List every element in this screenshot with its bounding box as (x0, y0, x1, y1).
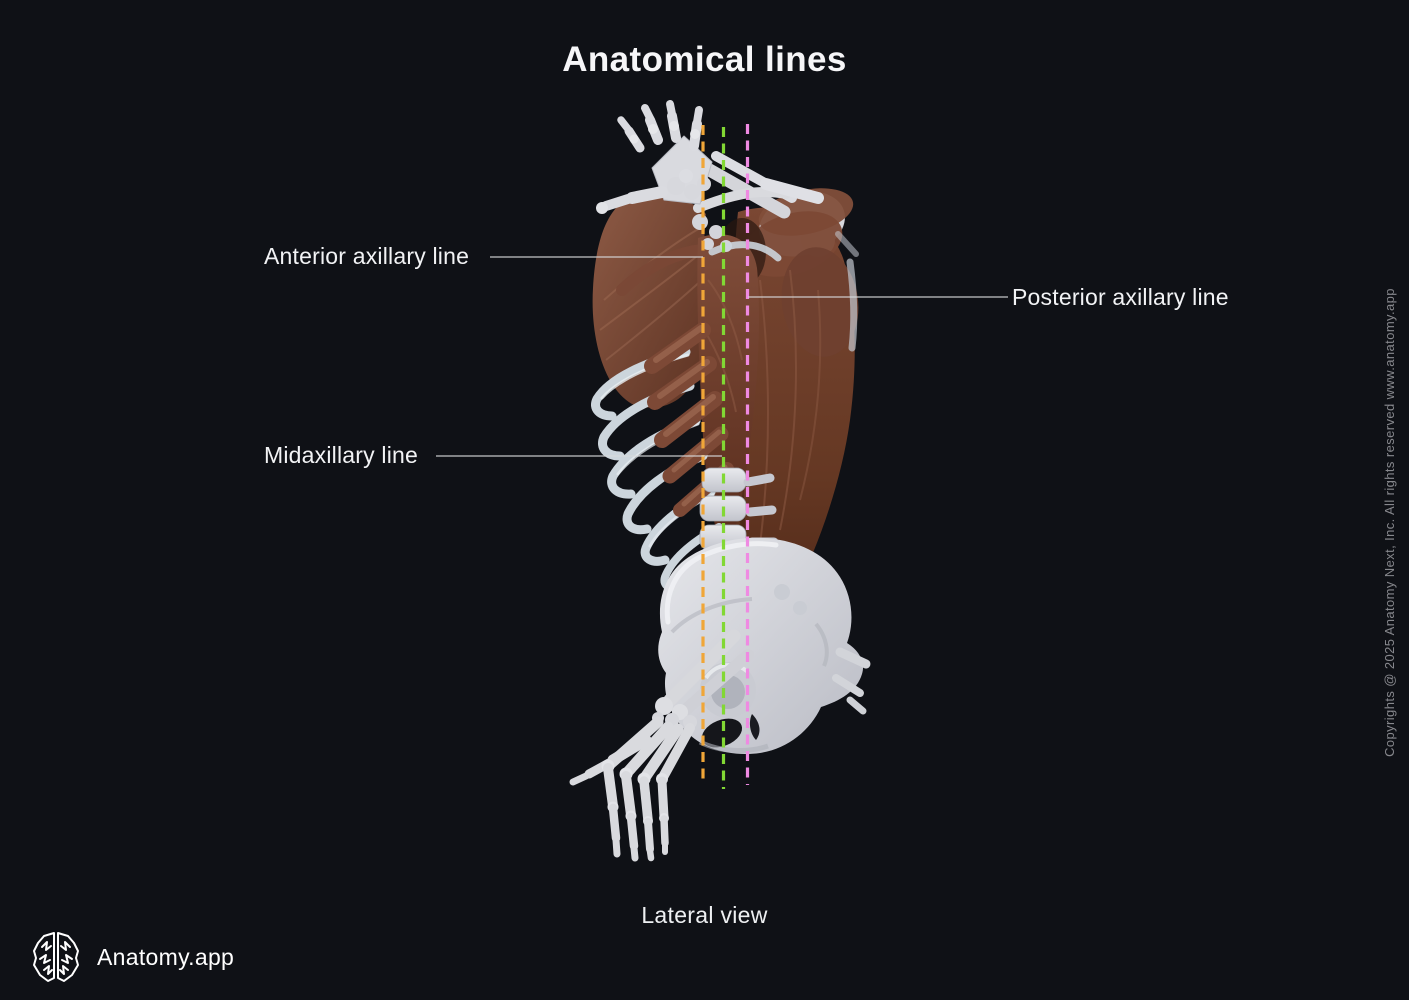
leader-lines (436, 256, 1008, 457)
brand-name: Anatomy.app (97, 943, 235, 970)
label-midaxillary-line: Midaxillary line (264, 442, 419, 468)
label-anterior-axillary-line: Anterior axillary line (264, 243, 470, 269)
raised-arm-hand-bones (596, 100, 824, 262)
view-label: Lateral view (641, 902, 768, 928)
hanging-arm-hand-bones (569, 629, 754, 862)
page-title: Anatomical lines (562, 40, 847, 79)
pelvis (658, 537, 871, 755)
label-posterior-axillary-line: Posterior axillary line (1012, 284, 1229, 310)
anatomical-lines (701, 124, 750, 789)
brain-logo-icon (33, 932, 79, 982)
copyright-text: Copyrights @ 2025 Anatomy Next, Inc. All… (1382, 288, 1397, 757)
brand-footer: Anatomy.app (30, 929, 234, 985)
